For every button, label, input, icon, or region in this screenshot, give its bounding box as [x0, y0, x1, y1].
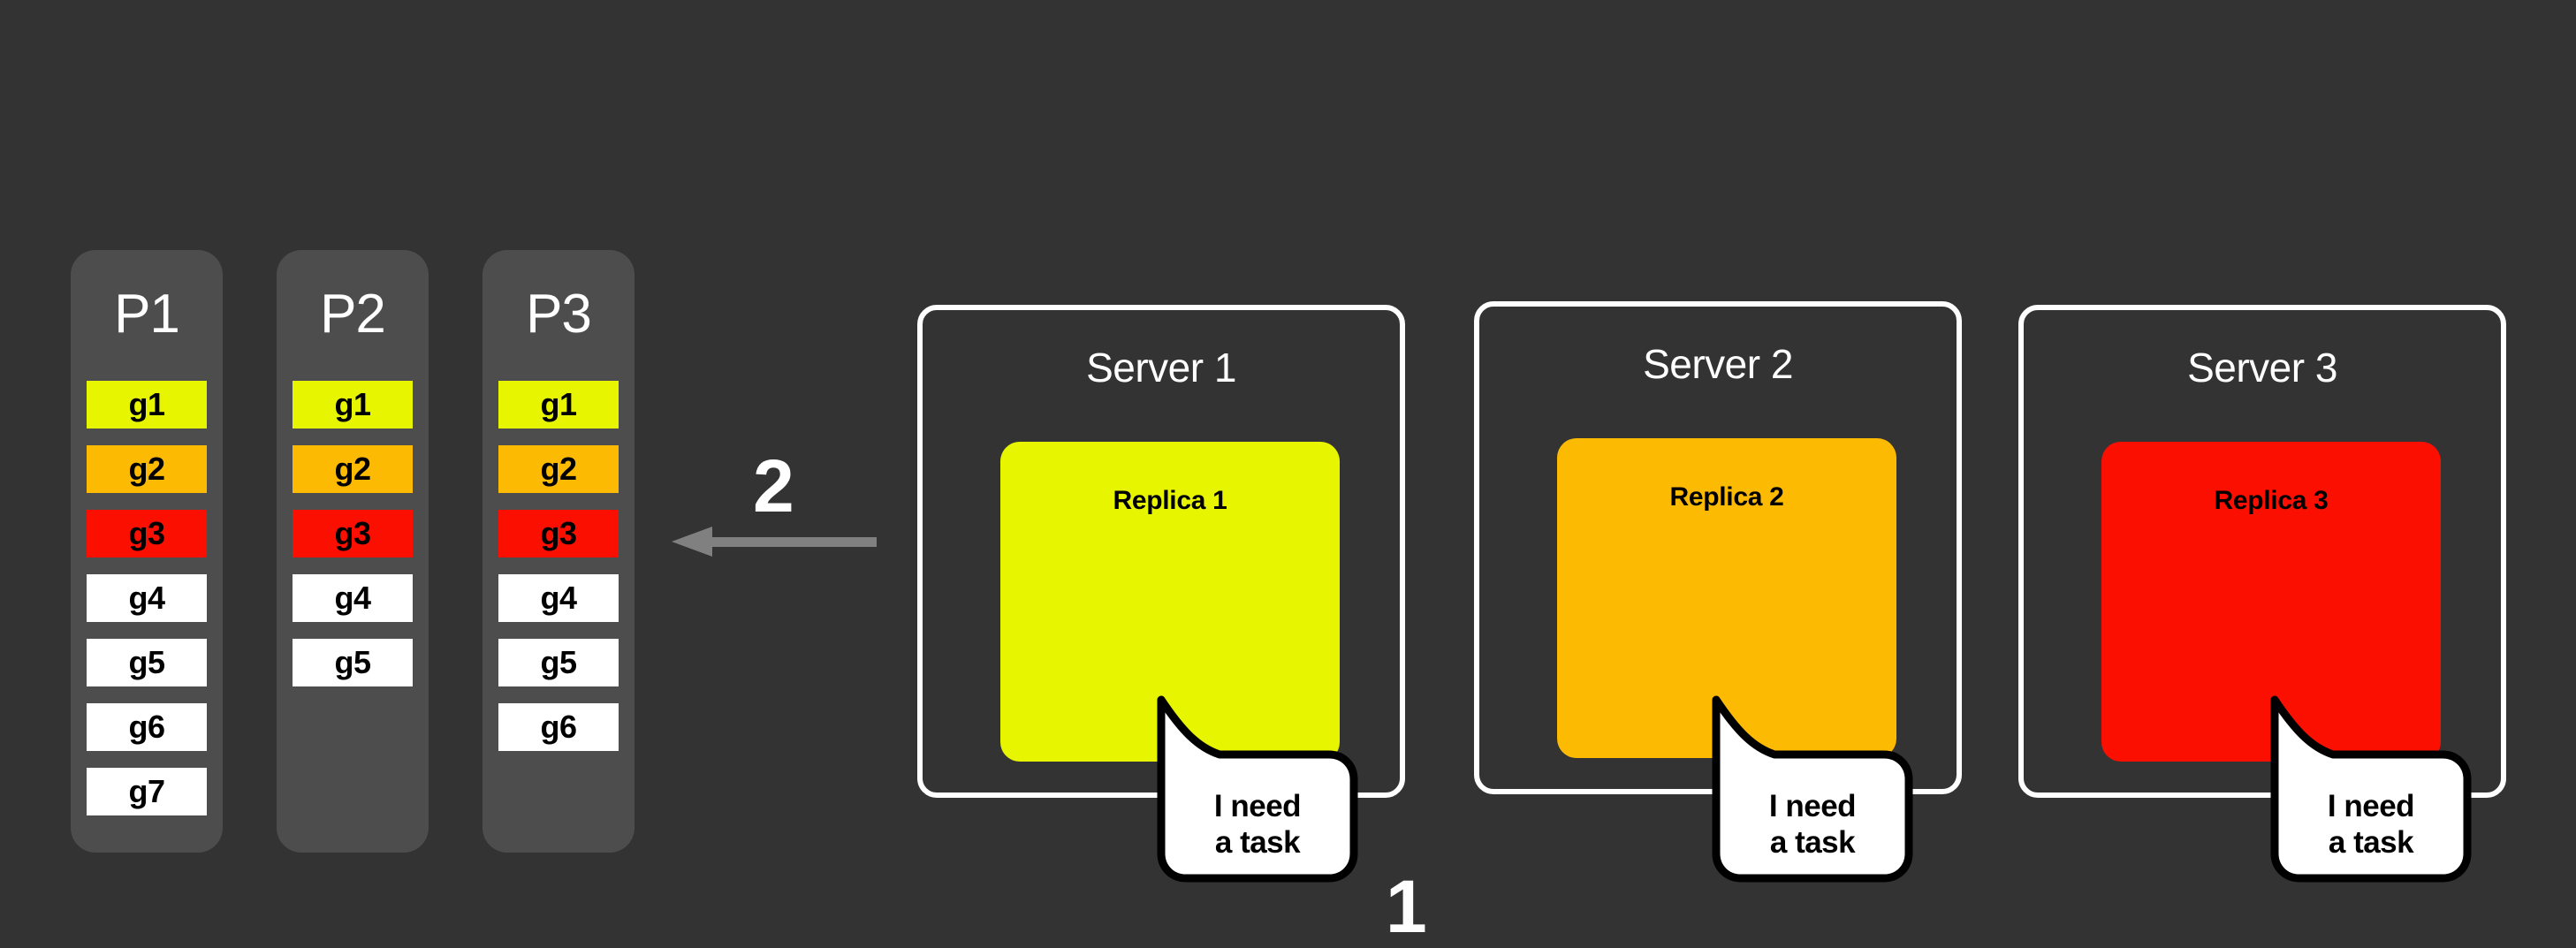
partition-p3-title: P3: [526, 284, 592, 345]
partition-slot: g6: [498, 703, 619, 751]
partition-slot: g7: [87, 768, 207, 815]
arrow-shaft: [710, 537, 877, 547]
arrow-head-icon: [672, 527, 712, 557]
speech-bubble-server-1: I need a task: [1144, 695, 1372, 883]
partition-slot: g5: [498, 639, 619, 686]
partition-slot: g1: [293, 381, 413, 428]
partition-p2-title: P2: [320, 284, 386, 345]
speech-bubble-shape: [2270, 695, 2472, 883]
partition-slot: g4: [87, 574, 207, 622]
partition-slot: g2: [87, 445, 207, 493]
partition-p3: P3 g1 g2 g3 g4 g5 g6: [483, 250, 635, 853]
partition-slot: g3: [87, 510, 207, 557]
partition-slot: g3: [498, 510, 619, 557]
speech-bubble-text: I need a task: [2327, 789, 2415, 861]
speech-bubble-shape: [1157, 695, 1358, 883]
partition-p1-title: P1: [114, 284, 180, 345]
step-label-2: 2: [753, 444, 794, 527]
partition-slot: g4: [293, 574, 413, 622]
speech-bubble-text: I need a task: [1768, 789, 1857, 861]
partition-p3-slot-list: g1 g2 g3 g4 g5 g6: [498, 381, 619, 751]
step-label-1: 1: [1386, 865, 1427, 948]
partition-slot: g2: [293, 445, 413, 493]
partition-p2-slot-list: g1 g2 g3 g4 g5: [293, 381, 413, 686]
partition-slot: g3: [293, 510, 413, 557]
speech-bubble-shape: [1712, 695, 1913, 883]
speech-bubble-server-2: I need a task: [1698, 695, 1926, 883]
partition-p2: P2 g1 g2 g3 g4 g5: [277, 250, 429, 853]
partition-slot: g5: [87, 639, 207, 686]
partition-slot: g4: [498, 574, 619, 622]
speech-bubble-text: I need a task: [1213, 789, 1302, 861]
server-1-title: Server 1: [1086, 345, 1236, 391]
replica-2-box: Replica 2: [1557, 438, 1896, 758]
partition-p1: P1 g1 g2 g3 g4 g5 g6 g7: [71, 250, 223, 853]
speech-bubble-server-3: I need a task: [2257, 695, 2485, 883]
partition-slot: g6: [87, 703, 207, 751]
server-3-title: Server 3: [2187, 345, 2337, 391]
partition-p1-slot-list: g1 g2 g3 g4 g5 g6 g7: [87, 381, 207, 815]
flow-arrow-left: [672, 527, 877, 557]
partition-slot: g2: [498, 445, 619, 493]
partition-slot: g1: [498, 381, 619, 428]
server-3-box: Server 3 Replica 3: [2018, 305, 2506, 798]
replica-3-box: Replica 3: [2101, 442, 2441, 762]
partition-slot: g5: [293, 639, 413, 686]
server-2-title: Server 2: [1643, 341, 1793, 387]
partition-slot: g1: [87, 381, 207, 428]
